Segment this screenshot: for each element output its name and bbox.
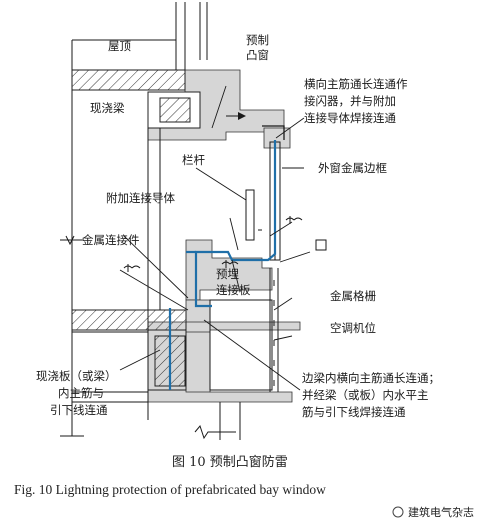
watermark-icon [392,506,404,518]
label-main-rebar-note: 横向主筋通长连通作 接闪器，并与附加 连接导体焊接连通 [304,77,411,125]
watermark: 建筑电气杂志 [392,505,474,519]
square-symbol-box [315,239,327,251]
lightning-conductor [168,140,277,390]
ground-symbol-1 [123,264,141,272]
caption-en: Fig. 10 Lightning protection of prefabri… [14,482,326,497]
label-cast-beam: 现浇梁 [90,101,125,115]
break-marks [60,235,236,440]
label-precast-bay-window: 预制 凸窗 [246,33,273,62]
label-embedded-plate: 预埋 连接板 [216,267,251,297]
frame-top-bracket [262,125,285,140]
leader-lines [119,85,311,391]
label-ac-unit: 空调机位 [330,321,376,335]
label-railing: 栏杆 [182,153,205,167]
watermark-text: 建筑电气杂志 [408,505,474,519]
label-window-frame: 外窗金属边框 [318,161,387,175]
label-roof: 屋顶 [108,39,131,53]
label-edge-beam-note: 边梁内横向主筋通长连通； 并经梁（或板）内水平主 筋与引下线焊接连通 [302,371,444,419]
label-metal-connector: 金属连接件 [82,233,140,247]
label-square-symbol: □ [316,239,327,253]
label-metal-grille: 金属格栅 [330,289,376,303]
direction-arrow [226,112,246,120]
label-extra-conductor: 附加连接导体 [106,191,175,205]
ground-symbol-3 [221,260,239,268]
caption-cn: 图 10 预制凸窗防雷 [172,454,288,470]
ground-symbol-2 [285,216,303,224]
cast-concrete-hatching [71,69,201,391]
label-cast-slab-note: 现浇板（或梁） 内主筋与 引下线连通 [36,369,120,417]
